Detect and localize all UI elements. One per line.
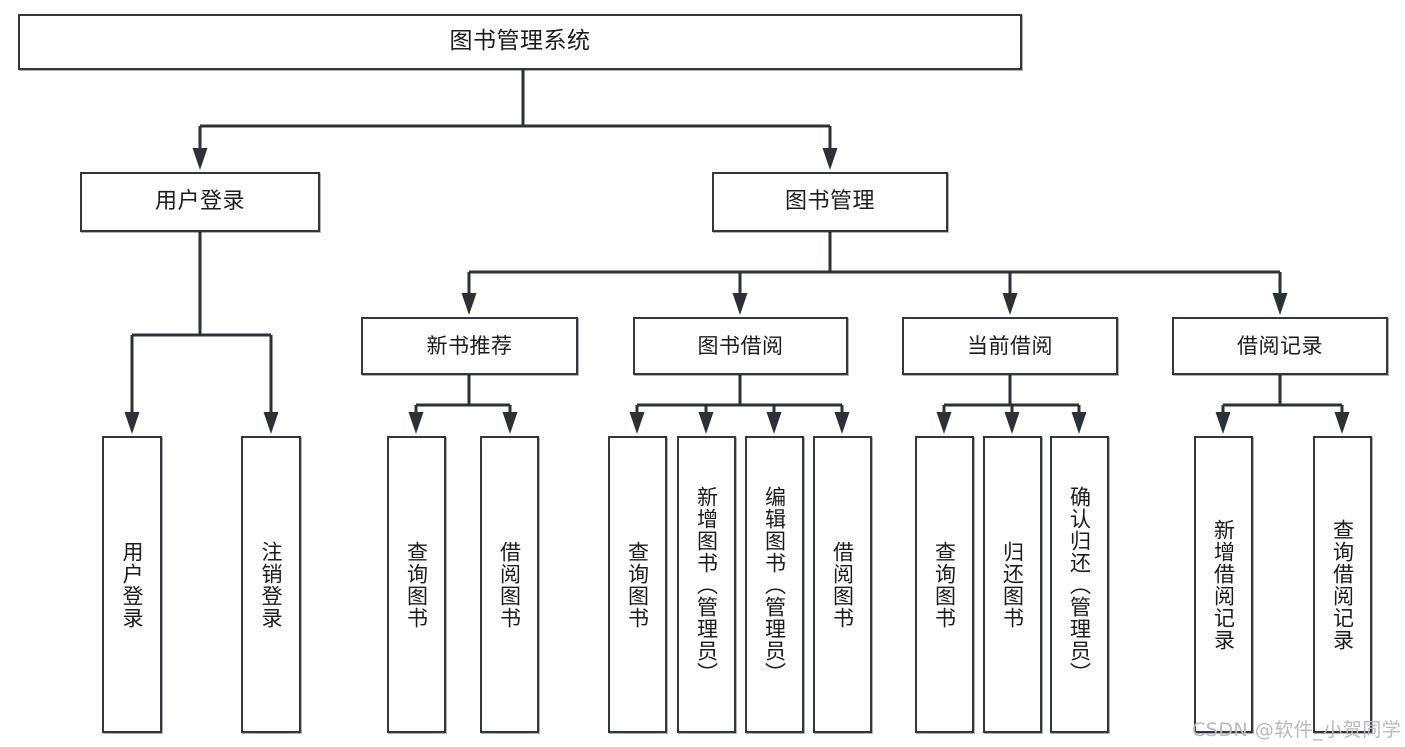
user-login-leaf-label: 用户登录 bbox=[120, 540, 145, 629]
arrowhead bbox=[834, 412, 850, 434]
arrowhead bbox=[936, 412, 952, 434]
user-login-label: 用户登录 bbox=[154, 189, 245, 215]
borrow-records-box[interactable]: 借阅记录 bbox=[1172, 317, 1388, 375]
add-borrow-record-box[interactable]: 新增借阅记录 bbox=[1194, 436, 1253, 733]
book-borrow-box[interactable]: 图书借阅 bbox=[633, 317, 848, 375]
query-book-recommend-label: 查询图书 bbox=[404, 540, 429, 629]
arrowhead bbox=[124, 412, 140, 434]
arrowhead bbox=[1272, 293, 1288, 315]
query-book-borrow-box[interactable]: 查询图书 bbox=[608, 436, 667, 733]
book-management-label: 图书管理 bbox=[784, 189, 875, 215]
confirm-return-admin-label: 确认归还（管理员） bbox=[1067, 485, 1092, 684]
arrowhead bbox=[698, 412, 714, 434]
arrowhead bbox=[822, 148, 838, 170]
borrow-book-label: 借阅图书 bbox=[830, 540, 855, 629]
query-book-recommend-box[interactable]: 查询图书 bbox=[387, 436, 446, 733]
arrowhead bbox=[1071, 412, 1087, 434]
arrowhead bbox=[263, 412, 279, 434]
arrowhead bbox=[732, 293, 748, 315]
arrowhead bbox=[461, 293, 477, 315]
arrowhead bbox=[766, 412, 782, 434]
borrow-book-recommend-box[interactable]: 借阅图书 bbox=[480, 436, 539, 733]
user-login-box[interactable]: 用户登录 bbox=[80, 172, 320, 232]
current-borrow-box[interactable]: 当前借阅 bbox=[902, 317, 1118, 375]
user-login-leaf-box[interactable]: 用户登录 bbox=[102, 436, 162, 733]
confirm-return-admin-box[interactable]: 确认归还（管理员） bbox=[1050, 436, 1109, 733]
edit-book-admin-box[interactable]: 编辑图书（管理员） bbox=[745, 436, 804, 733]
current-borrow-label: 当前借阅 bbox=[967, 333, 1053, 358]
borrow-book-recommend-label: 借阅图书 bbox=[497, 540, 522, 629]
logout-leaf-label: 注销登录 bbox=[259, 540, 284, 629]
borrow-book-box[interactable]: 借阅图书 bbox=[813, 436, 872, 733]
borrow-records-label: 借阅记录 bbox=[1237, 333, 1323, 358]
watermark-text: CSDN @软件_小贺同学 bbox=[1192, 719, 1402, 741]
return-book-box[interactable]: 归还图书 bbox=[983, 436, 1042, 733]
root-box[interactable]: 图书管理系统 bbox=[18, 14, 1022, 70]
arrowhead bbox=[629, 412, 645, 434]
add-borrow-record-label: 新增借阅记录 bbox=[1211, 518, 1236, 651]
new-book-recommend-label: 新书推荐 bbox=[426, 333, 513, 358]
logout-leaf-box[interactable]: 注销登录 bbox=[241, 436, 301, 733]
root-label: 图书管理系统 bbox=[449, 28, 591, 55]
add-book-admin-label: 新增图书（管理员） bbox=[694, 485, 719, 684]
arrowhead bbox=[408, 412, 424, 434]
query-borrow-record-box[interactable]: 查询借阅记录 bbox=[1313, 436, 1372, 733]
new-book-recommend-box[interactable]: 新书推荐 bbox=[361, 317, 578, 375]
arrowhead bbox=[1334, 412, 1350, 434]
return-book-label: 归还图书 bbox=[1000, 540, 1025, 629]
arrowhead bbox=[1004, 412, 1020, 434]
query-book-current-box[interactable]: 查询图书 bbox=[915, 436, 974, 733]
add-book-admin-box[interactable]: 新增图书（管理员） bbox=[677, 436, 736, 733]
arrowhead bbox=[192, 148, 208, 170]
query-borrow-record-label: 查询借阅记录 bbox=[1330, 518, 1355, 651]
query-book-borrow-label: 查询图书 bbox=[625, 540, 650, 629]
arrowhead bbox=[1215, 412, 1231, 434]
query-book-current-label: 查询图书 bbox=[932, 540, 957, 629]
arrowhead bbox=[502, 412, 518, 434]
book-borrow-label: 图书借阅 bbox=[697, 333, 784, 358]
arrowhead bbox=[1002, 293, 1018, 315]
book-management-box[interactable]: 图书管理 bbox=[712, 172, 948, 232]
edit-book-admin-label: 编辑图书（管理员） bbox=[762, 485, 787, 684]
